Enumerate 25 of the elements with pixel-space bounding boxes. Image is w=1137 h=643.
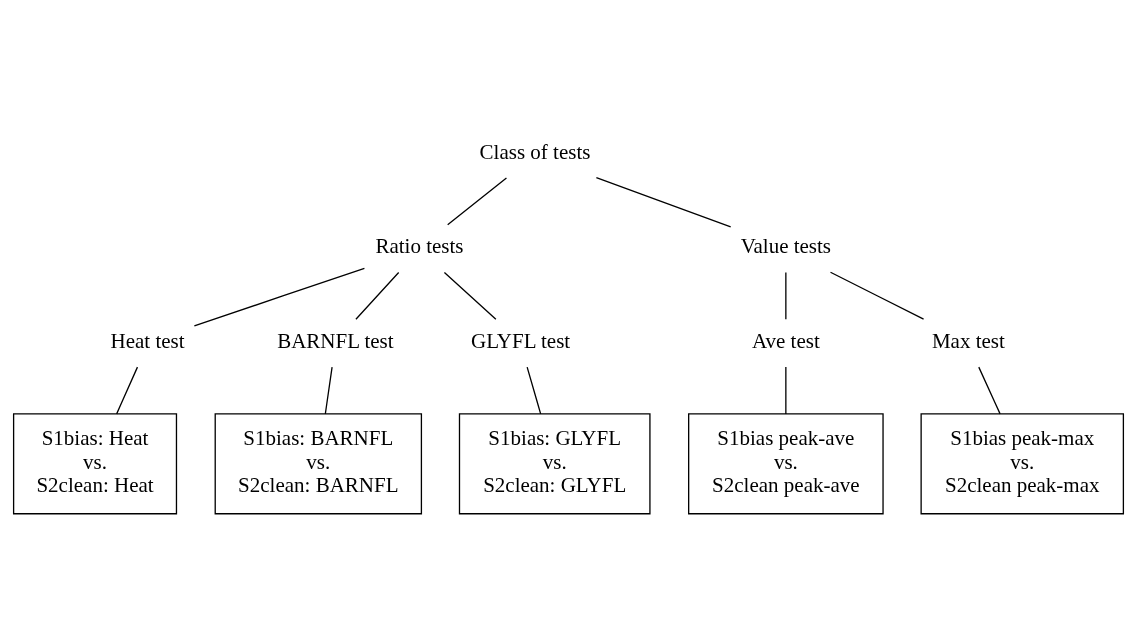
connector <box>355 271 400 320</box>
connector <box>443 271 497 320</box>
node-box: S1bias peak-max vs. S2clean peak-max <box>920 412 1125 514</box>
node-box: S1bias: GLYFL vs. S2clean: GLYFL <box>458 412 651 514</box>
node-text: Max test <box>931 328 1005 353</box>
node-text: Ave test <box>751 328 820 353</box>
node-text: Heat test <box>110 328 185 353</box>
node-text: Ratio tests <box>375 233 464 258</box>
connector <box>116 365 139 415</box>
node-box: S1bias: BARNFL vs. S2clean: BARNFL <box>214 412 423 514</box>
connector <box>785 271 787 320</box>
connector <box>193 267 366 327</box>
connector <box>978 365 1001 415</box>
node-box: S1bias peak-ave vs. S2clean peak-ave <box>688 412 884 514</box>
connector <box>324 365 333 415</box>
connector <box>526 365 542 415</box>
node-text: GLYFL test <box>470 328 571 353</box>
connector <box>829 271 925 320</box>
connector <box>447 176 508 225</box>
node-text: Value tests <box>740 233 832 258</box>
node-text: BARNFL test <box>277 328 394 353</box>
connector <box>785 365 787 415</box>
connector <box>595 176 732 228</box>
node-box: S1bias: Heat vs. S2clean: Heat <box>12 412 178 514</box>
node-text: Class of tests <box>479 139 591 164</box>
